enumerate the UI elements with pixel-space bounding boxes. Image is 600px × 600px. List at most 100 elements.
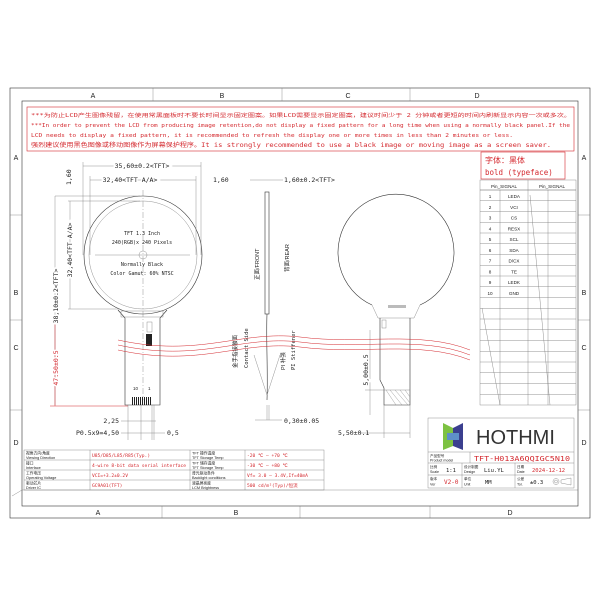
dim-margin-right: 1,60 <box>213 176 229 184</box>
pin-header-1: Pin_SIGNAL <box>491 184 517 189</box>
warning-text: ***为防止LCD产生图像残留，在使用常黑面板时不要长时间显示固定图案。如果LC… <box>31 111 571 149</box>
dim-outline-height: 38,10±0.2<TFT> <box>52 269 60 324</box>
pin-signal: LEDK <box>508 280 521 285</box>
brand-name: HOTHMI <box>476 427 555 449</box>
spec-label-cn: 工作电压 <box>26 471 41 476</box>
ver-label-en: Ver <box>430 483 436 487</box>
zone-dividers <box>10 88 590 518</box>
zone-top-c: C <box>345 93 350 100</box>
barcode-icon <box>388 305 406 308</box>
pin-number: 9 <box>489 280 492 285</box>
date-label-cn: 日期 <box>517 464 525 469</box>
spec-value: Vf= 3.0 — 3.4V,If=40mA <box>247 473 308 479</box>
contact-side-cn: 金手指接触面 <box>231 334 239 368</box>
pin-signal: SDA <box>509 248 519 253</box>
front-view-mode: Normally Black <box>121 262 163 268</box>
scale-label-cn: 比例 <box>430 464 438 469</box>
rear-view: 5,00±0.5 5,50±0.1 <box>337 193 455 438</box>
typeface-note-cn: 字体：黑体 <box>485 155 525 165</box>
warning-line-3: LCD needs to display a fixed pattern, it… <box>31 133 513 139</box>
pin-number: 8 <box>489 269 492 274</box>
spec-label-en: TFT Storage Temp <box>192 456 224 460</box>
projection-symbol-icon <box>552 477 572 486</box>
pin-signal: LEDA <box>508 194 521 199</box>
pin-signal: TE <box>511 269 517 274</box>
front-view: 10 1 TFT 1.3 Inch 240(RGB)x 240 Pixels N… <box>50 161 229 440</box>
spec-value: 500 cd/m²(Typ)/恒流 <box>247 482 298 489</box>
zone-letters: A B C D A B C D A B C D A B D <box>13 93 586 517</box>
tolerance: ±0.3 <box>530 480 543 486</box>
spec-label-cn: 背光驱动条件 <box>192 471 215 476</box>
side-view: 1,60±0.2<TFT> 0,30±0.05 正面/FRONT 背面/REAR… <box>231 176 335 425</box>
spec-label-en: Viewing Direction <box>26 456 55 460</box>
pin-signal: CS <box>511 216 517 221</box>
spec-label-cn: TFT 储存温度 <box>192 461 215 466</box>
unit-value: MM <box>485 480 492 486</box>
pin-signal: SCL <box>510 237 519 242</box>
warning-line-4: 强烈建议使用黑色图像或移动图像作为屏幕保护程序。It is strongly r… <box>31 141 551 149</box>
spec-label-en: Interface <box>26 466 41 470</box>
pin-number: 10 <box>487 291 493 296</box>
zone-right-b: B <box>582 290 587 297</box>
warning-line-2: ***In order to prevent the LCD from prod… <box>31 123 570 129</box>
pin-number: 7 <box>489 259 492 264</box>
dim-margin-top: 1,60 <box>65 169 73 185</box>
dim-outline-width: 35,60±0.2<TFT> <box>115 162 170 170</box>
rear-side-label: 背面/REAR <box>283 244 291 272</box>
dim-stiffener-width: 5,50±0.1 <box>338 429 369 437</box>
typeface-note-box <box>480 151 566 180</box>
typeface-note-en: bold (typeface) <box>485 168 553 177</box>
pin-header-2: Pin_SIGNAL <box>539 184 565 189</box>
zone-left-c: C <box>13 345 18 352</box>
dim-aa-height: 32,40<TFT A/A> <box>66 223 74 278</box>
pin-signal: D/CX <box>509 259 520 264</box>
pin-number: 6 <box>489 248 492 253</box>
zone-top-a: A <box>91 93 96 100</box>
product-model: TFT-H013A6QQIGC5N10 <box>474 455 570 463</box>
zone-top-d: D <box>474 93 479 100</box>
designer: Liu.YL <box>484 468 505 474</box>
scale-value: 1:1 <box>446 468 456 474</box>
spec-label-cn: 视角方向/角度 <box>26 451 50 456</box>
front-view-size: TFT 1.3 Inch <box>124 231 160 237</box>
zone-right-c: C <box>581 345 586 352</box>
hothmi-logo-icon <box>443 423 463 450</box>
pin-signal: VCI <box>510 205 518 210</box>
pin-signal: GND <box>509 291 520 296</box>
pin-number: 4 <box>489 226 492 231</box>
pin-number: 1 <box>489 194 492 199</box>
pin-number: 3 <box>489 216 492 221</box>
spec-value: 4-wire 8-bit data serial interface <box>92 463 186 469</box>
zone-bottom-d: D <box>507 510 512 517</box>
zone-left-b: B <box>14 290 19 297</box>
spec-label-en: TFT Storage Temp <box>192 466 224 470</box>
warning-line-1: ***为防止LCD产生图像残留，在使用常黑面板时不要长时间显示固定图案。如果LC… <box>31 111 571 119</box>
zone-left-a: A <box>14 155 19 162</box>
spec-value: VCI=+3.2±0.2V <box>92 473 128 479</box>
break-lines <box>117 335 471 361</box>
dim-total-length: 47.50±0.5 <box>52 350 60 385</box>
tol-label-cn: 公差 <box>517 476 525 481</box>
pin-number: 5 <box>489 237 492 242</box>
date-label-en: Date <box>517 470 525 474</box>
spec-label-en: Operating Voltage <box>26 476 56 480</box>
dim-pitch: P0.5x9=4,50 <box>76 429 119 437</box>
zone-left-d: D <box>13 440 18 447</box>
dim-pin-span: 2,25 <box>103 417 119 425</box>
dim-stiffener-length: 5,00±0.5 <box>362 354 370 385</box>
zone-right-a: A <box>582 155 587 162</box>
spec-label-cn: 接口 <box>26 461 34 466</box>
fpc-pin-10-label: 10 <box>133 386 139 391</box>
fpc-pin-1-label: 1 <box>148 386 151 391</box>
drawing-date: 2024-12-12 <box>532 468 565 474</box>
pin-signal: RESX <box>508 226 521 231</box>
title-block: HOTHMI 产品型号 Product model 比例 Scale 设计制图 … <box>427 417 575 489</box>
zone-top-b: B <box>220 93 225 100</box>
design-label-cn: 设计制图 <box>464 464 479 469</box>
dim-thickness: 1,60±0.2<TFT> <box>284 176 335 184</box>
pi-stiffener-en: PI Stiffener <box>291 330 297 370</box>
design-label-en: Design <box>464 470 475 474</box>
dim-pin-width: 0,5 <box>167 429 179 437</box>
